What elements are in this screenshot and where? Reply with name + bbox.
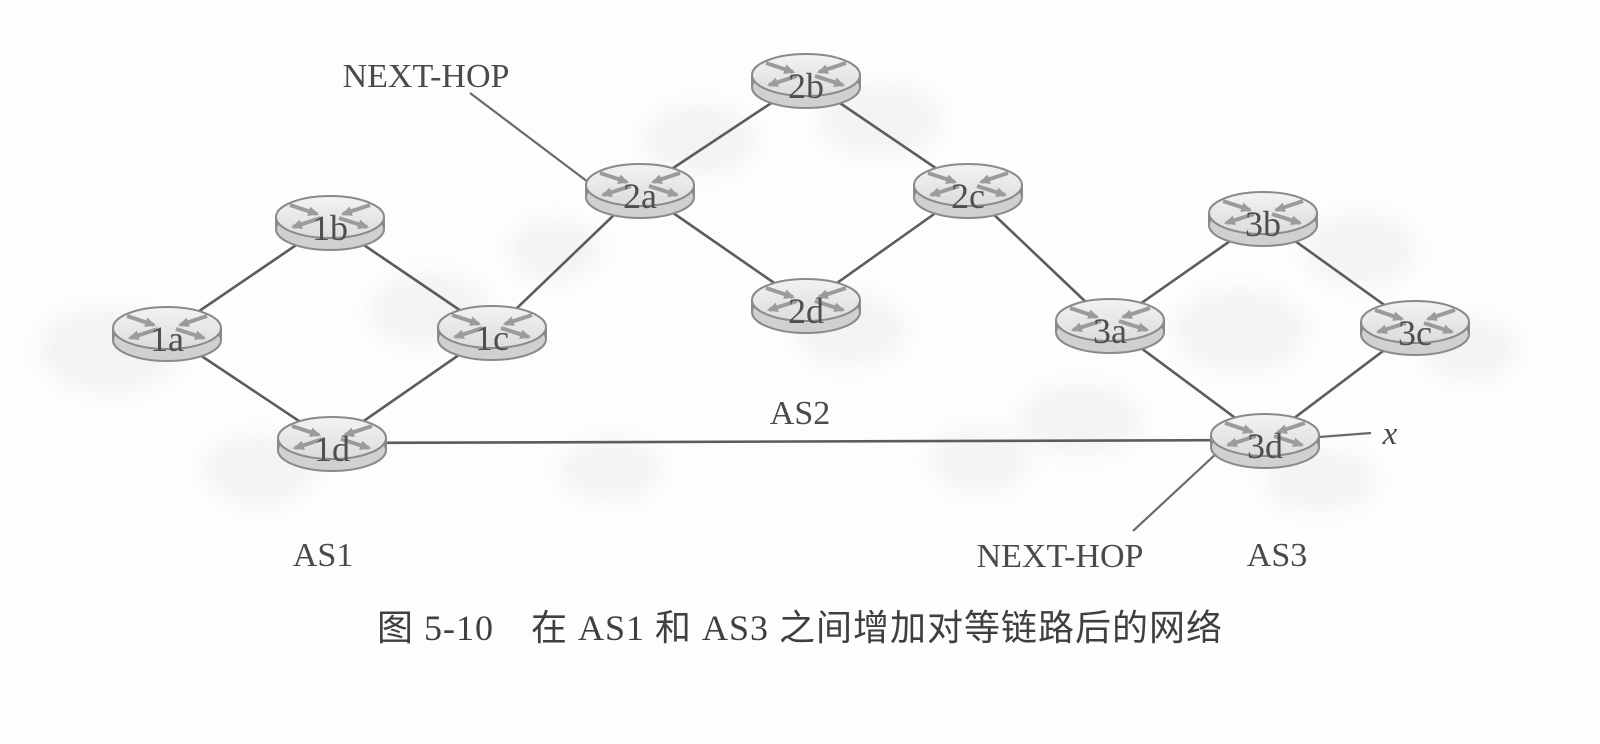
links (166, 78, 1416, 445)
router-2d: 2d (752, 279, 860, 333)
router-label: 3b (1245, 204, 1281, 244)
router-label: 3d (1247, 426, 1283, 466)
as3-label: AS3 (1247, 537, 1307, 574)
router-1b: 1b (276, 196, 384, 250)
router-label: 1c (475, 318, 509, 358)
router-label: 2b (788, 66, 824, 106)
page-bleedthrough-texture (40, 85, 1515, 510)
as1-label: AS1 (293, 537, 353, 574)
router-label: 1b (312, 208, 348, 248)
router-3c: 3c (1361, 301, 1469, 355)
link-peering-1d-3d (331, 438, 1266, 445)
router-3d: 3d (1211, 414, 1319, 468)
as2-label: AS2 (770, 395, 830, 432)
router-2c: 2c (914, 164, 1022, 218)
router-label: 3c (1398, 313, 1432, 353)
router-1c: 1c (438, 306, 546, 360)
router-1a: 1a (113, 307, 221, 361)
x-pointer-line (1318, 431, 1372, 439)
router-label: 2a (623, 176, 657, 216)
router-2b: 2b (752, 54, 860, 108)
router-label: 3a (1093, 311, 1127, 351)
router-label: 1d (314, 429, 350, 469)
next-hop-pointer-bottom (1132, 451, 1219, 532)
figure-caption: 图 5-10 在 AS1 和 AS3 之间增加对等链路后的网络 (377, 608, 1223, 648)
router-1d: 1d (278, 417, 386, 471)
router-3b: 3b (1209, 192, 1317, 246)
router-label: 1a (150, 319, 184, 359)
router-3a: 3a (1056, 299, 1164, 353)
next-hop-label-bottom: NEXT-HOP (977, 538, 1144, 575)
next-hop-pointer-top (469, 92, 593, 186)
x-destination-label: x (1382, 416, 1398, 452)
router-label: 2d (788, 291, 824, 331)
next-hop-label-top: NEXT-HOP (343, 58, 510, 95)
router-2a: 2a (586, 164, 694, 218)
router-label: 2c (951, 176, 985, 216)
